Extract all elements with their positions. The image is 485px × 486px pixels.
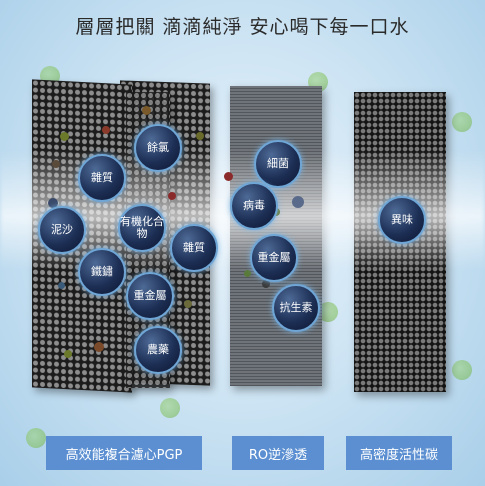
pgp-caption: 高效能複合濾心PGP [46, 436, 202, 470]
contaminant-bubble: 有機化合物 [118, 204, 166, 252]
contaminant-particle [58, 282, 65, 289]
contaminant-particle [244, 270, 251, 277]
contaminant-bubble: 雜質 [78, 154, 126, 202]
contaminant-particle [142, 106, 151, 115]
brand-logo-icon [26, 428, 46, 448]
contaminant-particle [64, 350, 72, 358]
contaminant-bubble: 抗生素 [272, 284, 320, 332]
contaminant-bubble: 病毒 [230, 182, 278, 230]
contaminant-particle [184, 300, 192, 308]
brand-logo-icon [452, 360, 472, 380]
contaminant-particle [224, 172, 233, 181]
contaminant-particle [60, 132, 69, 141]
ro-caption: RO逆滲透 [232, 436, 324, 470]
contaminant-bubble: 餘氯 [134, 124, 182, 172]
contaminant-bubble: 泥沙 [38, 206, 86, 254]
contaminant-particle [102, 126, 110, 134]
contaminant-bubble: 細菌 [254, 140, 302, 188]
contaminant-particle [292, 196, 304, 208]
contaminant-bubble: 鐵鏽 [78, 248, 126, 296]
contaminant-particle [196, 132, 204, 140]
headline: 層層把關 滴滴純淨 安心喝下每一口水 [75, 16, 410, 38]
contaminant-bubble: 重金屬 [250, 234, 298, 282]
contaminant-bubble: 農藥 [134, 326, 182, 374]
contaminant-particle [262, 280, 270, 288]
contaminant-particle [52, 160, 60, 168]
contaminant-particle [48, 198, 58, 208]
carbon-caption: 高密度活性碳 [346, 436, 452, 470]
brand-logo-icon [318, 302, 338, 322]
contaminant-bubble: 雜質 [170, 224, 218, 272]
contaminant-bubble: 重金屬 [126, 272, 174, 320]
contaminant-particle [168, 192, 176, 200]
contaminant-particle [94, 342, 104, 352]
brand-logo-icon [452, 112, 472, 132]
contaminant-bubble: 異味 [378, 196, 426, 244]
brand-logo-icon [160, 398, 180, 418]
